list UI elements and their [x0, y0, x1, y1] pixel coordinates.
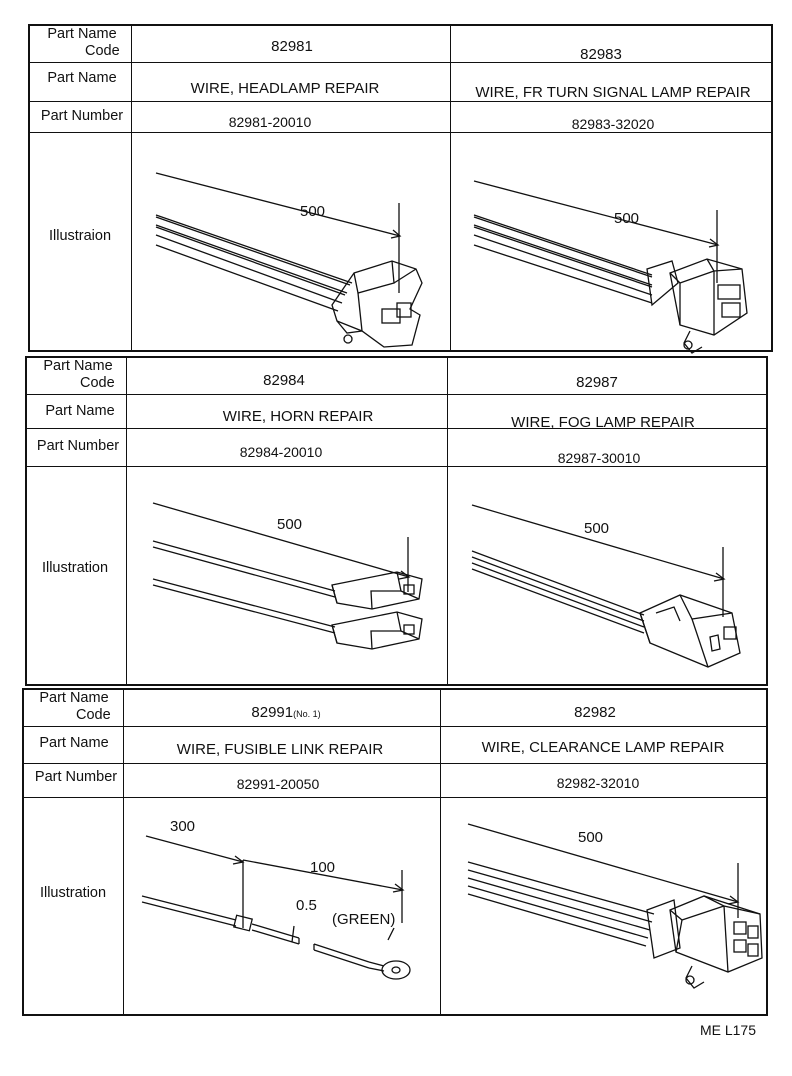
part-number: 82983-32020: [571, 116, 655, 132]
headlamp-repair-wire-illustration: 500: [155, 172, 423, 348]
part-code-group: 82991(No. 1): [251, 704, 320, 723]
part-name: WIRE, HEADLAMP REPAIR: [190, 80, 380, 97]
dimension-label: 300: [170, 818, 195, 835]
dimension-label: 500: [584, 520, 609, 537]
part-name: WIRE, FUSIBLE LINK REPAIR: [176, 741, 384, 758]
row-label-code-line1: Part Name: [43, 358, 113, 374]
clearance-lamp-repair-wire-illustration: 500: [467, 823, 763, 989]
row-label-illustration: Illustration: [39, 885, 107, 901]
dimension-label: 0.5: [296, 897, 317, 914]
dimension-label: 500: [578, 829, 603, 846]
row-label-code-line1: Part Name: [39, 690, 109, 706]
part-code: 82991: [251, 704, 294, 721]
page-code: ME L175: [699, 1022, 756, 1038]
fr-turn-signal-repair-wire-illustration: 500: [473, 180, 748, 354]
row-label-number: Part Number: [36, 438, 120, 454]
part-code: 82983: [580, 46, 622, 63]
parts-table-3: Part Name Code Part Name Part Number Ill…: [22, 688, 768, 1016]
row-label-name: Part Name: [47, 70, 117, 86]
part-name: WIRE, FOG LAMP REPAIR: [511, 414, 695, 431]
parts-table-1: Part Name Code Part Name Part Number Ill…: [28, 24, 773, 354]
dimension-label: 100: [310, 859, 335, 876]
part-name: WIRE, CLEARANCE LAMP REPAIR: [481, 739, 725, 756]
row-label-code-line1: Part Name: [47, 26, 117, 42]
row-label-name: Part Name: [45, 403, 115, 419]
part-code: 82982: [574, 704, 616, 721]
parts-table-2: Part Name Code Part Name Part Number Ill…: [25, 356, 768, 686]
row-label-number: Part Number: [34, 769, 118, 785]
part-number: 82991-20050: [236, 776, 320, 792]
row-label-code-line2: Code: [76, 707, 111, 723]
part-number: 82987-30010: [557, 450, 641, 466]
part-code: 82987: [576, 374, 618, 391]
row-label-code-line2: Code: [80, 375, 115, 391]
part-code: 82981: [271, 38, 313, 55]
horn-repair-wire-illustration: 500: [152, 502, 423, 650]
dimension-label: 500: [277, 516, 302, 533]
dimension-label: 500: [300, 203, 325, 220]
row-label-illustration: Illustraion: [48, 228, 112, 244]
part-name: WIRE, HORN REPAIR: [222, 408, 374, 425]
row-label-code-line2: Code: [85, 43, 120, 59]
row-label-number: Part Number: [40, 108, 124, 124]
part-code: 82984: [263, 372, 305, 389]
part-number: 82982-32010: [556, 775, 640, 791]
fog-lamp-repair-wire-illustration: 500: [471, 504, 741, 668]
row-label-illustration: Illustration: [41, 560, 109, 576]
part-number: 82984-20010: [239, 444, 323, 460]
dimension-label: 500: [614, 210, 639, 227]
fusible-link-repair-wire-illustration: 300 100 0.5 (GREEN): [141, 818, 411, 980]
part-name: WIRE, FR TURN SIGNAL LAMP REPAIR: [475, 84, 751, 101]
row-label-name: Part Name: [39, 735, 109, 751]
wire-color-label: (GREEN): [332, 911, 395, 928]
part-number: 82981-20010: [228, 114, 312, 130]
part-code-note: (No. 1): [293, 709, 321, 719]
